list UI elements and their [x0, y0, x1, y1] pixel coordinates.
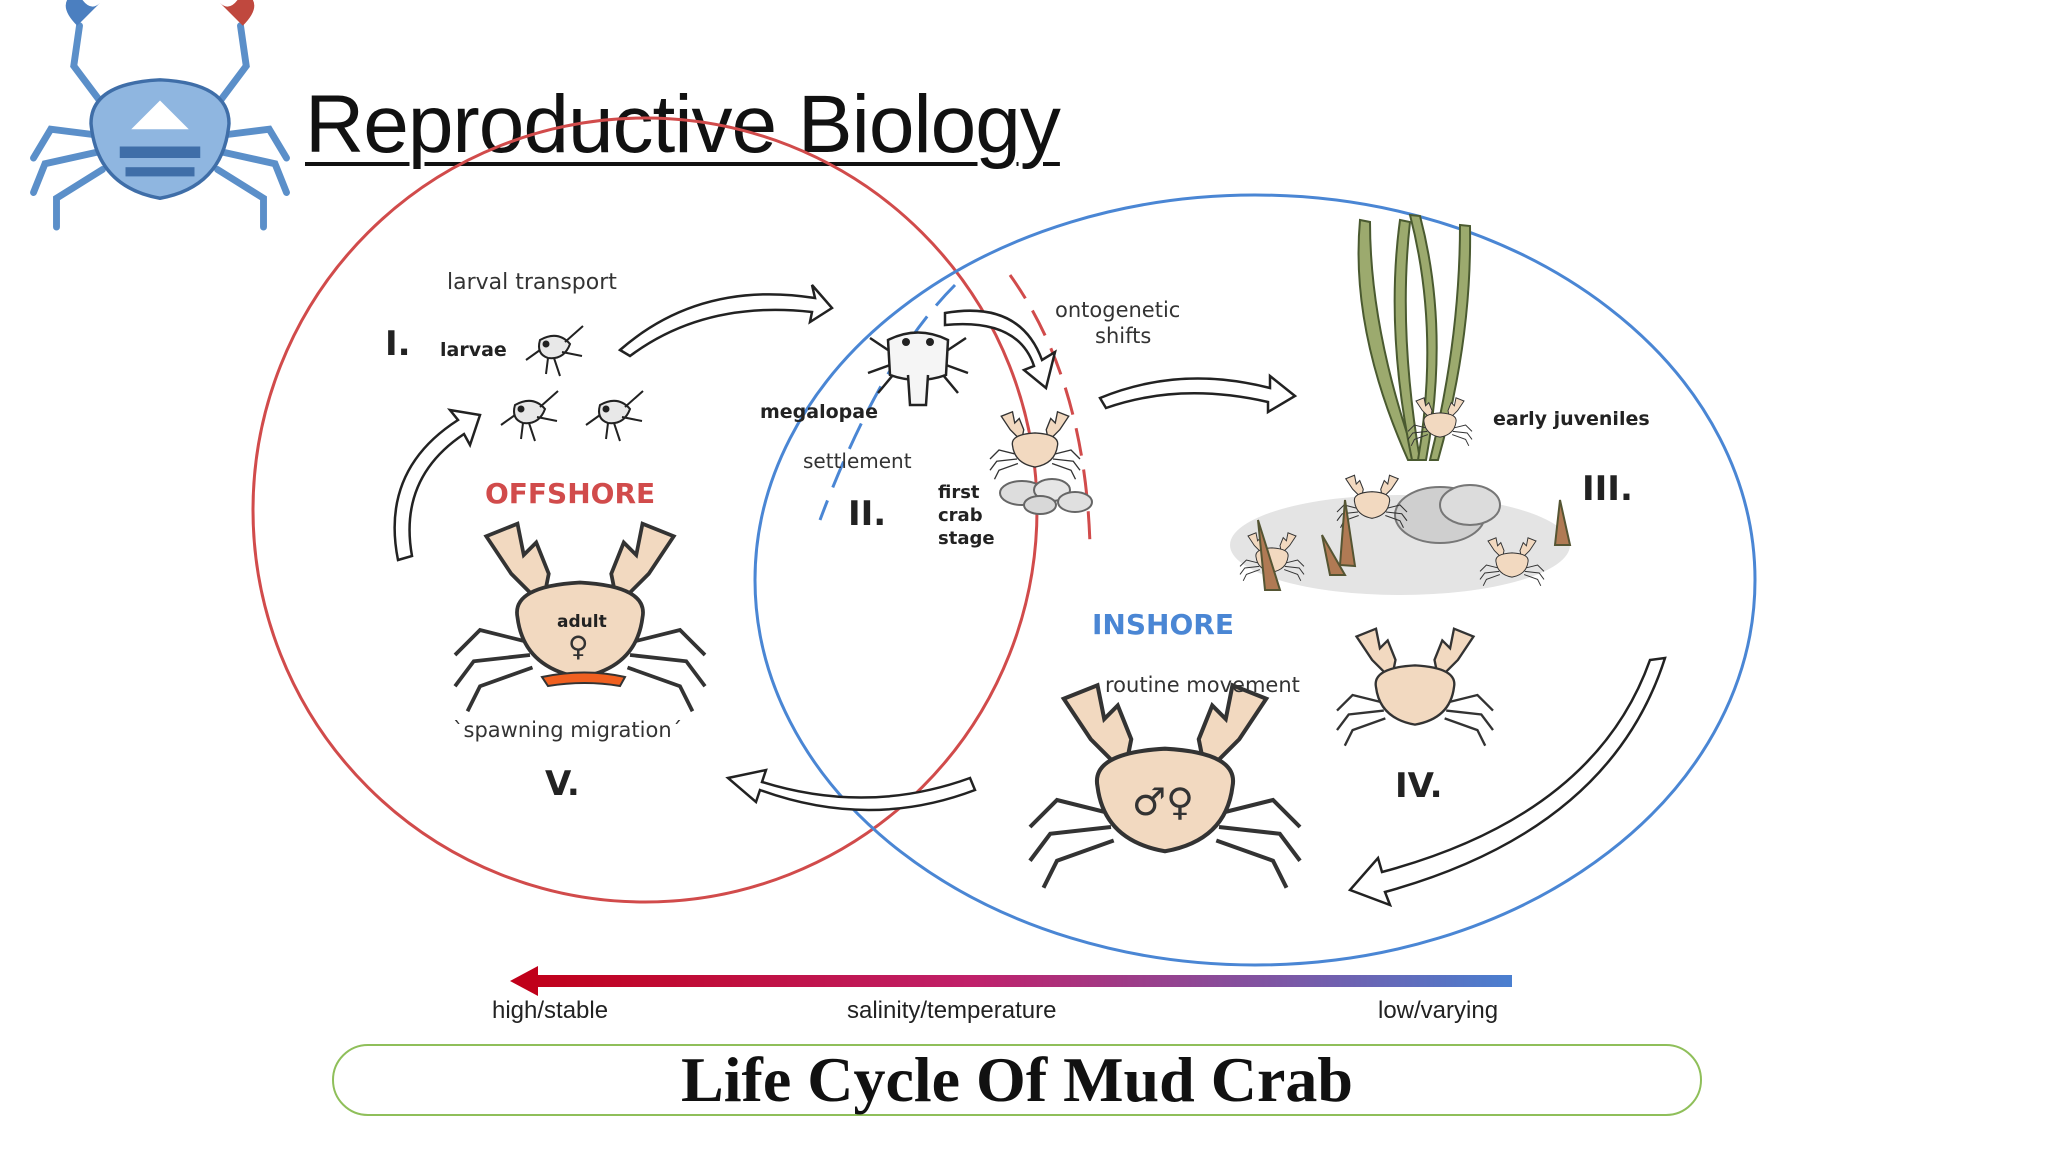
ontogenetic-label-2: shifts	[1095, 324, 1151, 348]
caption-box: Life Cycle Of Mud Crab	[332, 1044, 1702, 1116]
stage-i-numeral: I.	[385, 324, 411, 364]
gradient-left-label: high/stable	[492, 997, 608, 1024]
adult-label: adult	[557, 612, 607, 632]
larval-transport-label: larval transport	[447, 270, 617, 295]
male-female-symbol: ♂♀	[1132, 780, 1194, 824]
crab-logo-icon	[30, 0, 290, 231]
caption-text: Life Cycle Of Mud Crab	[681, 1044, 1353, 1115]
first-crab-label-2: crab	[938, 505, 983, 526]
routine-movement-label: routine movement	[1105, 673, 1300, 697]
arrow-ontogenetic	[1098, 373, 1298, 415]
arrow-to-larvae	[393, 408, 482, 562]
arrow-routine-right	[1347, 656, 1667, 908]
settlement-label: settlement	[803, 449, 912, 473]
megalopa-icon	[867, 331, 969, 407]
gradient-center-label: salinity/temperature	[847, 997, 1056, 1024]
female-symbol: ♀	[568, 630, 589, 663]
seagrass-icon	[1357, 213, 1472, 461]
inshore-label: INSHORE	[1092, 608, 1234, 641]
crab-icon	[1335, 627, 1495, 747]
spawning-migration-label: `spawning migration´	[453, 718, 682, 742]
larvae-label: larvae	[440, 339, 507, 361]
arrow-spawning	[725, 768, 977, 812]
larva-icon	[500, 325, 644, 442]
cycle-arrows	[393, 284, 1667, 908]
gradient-right-label: low/varying	[1378, 997, 1498, 1024]
arrow-larval-transport	[617, 284, 834, 358]
megalopae-label: megalopae	[760, 401, 878, 423]
stage-v-numeral: V.	[545, 764, 580, 804]
first-crab-label-1: first	[938, 482, 980, 503]
stage-iv-numeral: IV.	[1395, 766, 1443, 806]
slide-title: Reproductive Biology	[305, 79, 1061, 170]
pebbles	[999, 478, 1093, 515]
arrow-settlement	[943, 309, 1057, 391]
gravel-patch	[1230, 484, 1570, 595]
offshore-label: OFFSHORE	[485, 477, 655, 510]
early-juveniles-label: early juveniles	[1493, 408, 1650, 430]
stage-ii-numeral: II.	[848, 494, 886, 534]
offshore-circle	[251, 116, 1039, 904]
first-crab-label-3: stage	[938, 528, 995, 549]
ontogenetic-label-1: ontogenetic	[1055, 298, 1180, 322]
adult-female-crab-icon	[453, 521, 707, 714]
salinity-gradient-bar	[510, 966, 1512, 996]
stage-iii-numeral: III.	[1582, 469, 1633, 509]
cone-shells	[1257, 499, 1572, 591]
inshore-circle	[753, 193, 1757, 967]
